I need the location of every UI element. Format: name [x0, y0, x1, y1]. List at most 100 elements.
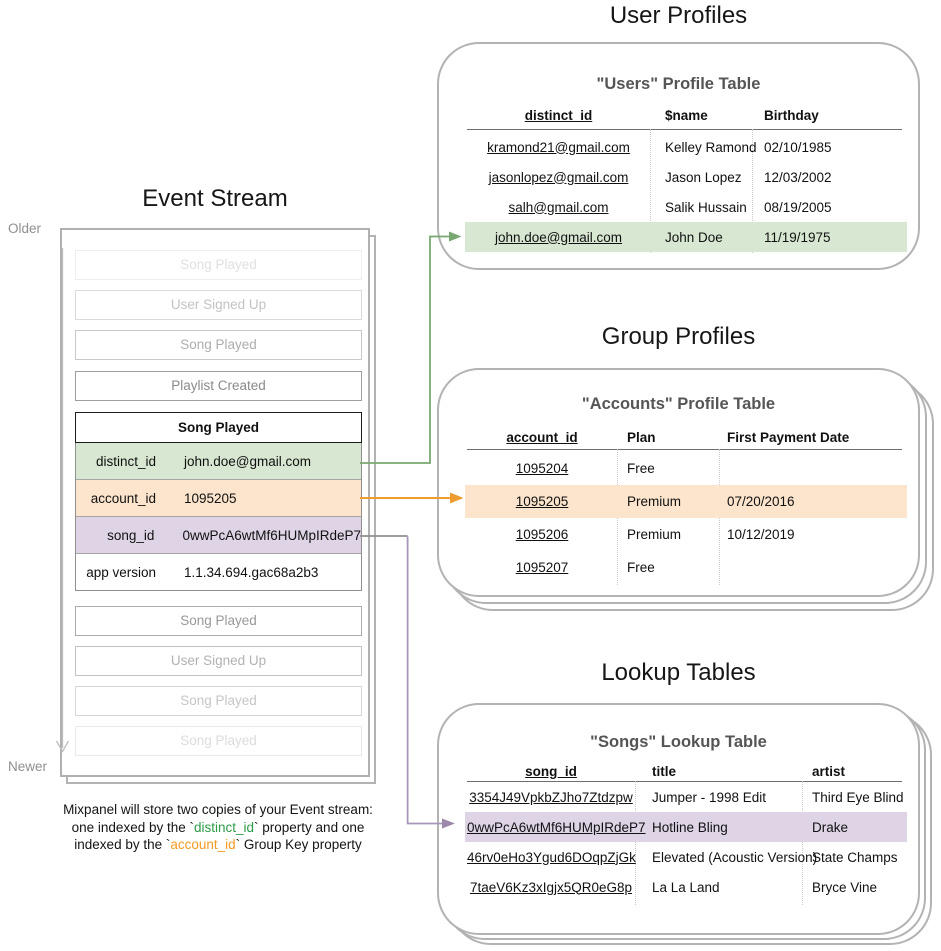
cell-first-payment-date: 07/20/2016: [727, 494, 795, 509]
cell-distinct-id: john.doe@gmail.com: [494, 229, 623, 245]
table-row: salh@gmail.com Salik Hussain 08/19/2005: [465, 192, 907, 222]
group-profiles-section-title: Group Profiles: [601, 323, 756, 350]
cell-song-id: 0wwPcA6wtMf6HUMpIRdeP7: [467, 819, 646, 835]
event-item: User Signed Up: [75, 290, 362, 320]
accounts-table-header: account_id Plan First Payment Date: [465, 428, 907, 446]
event-stream-title: Event Stream: [142, 185, 288, 212]
accounts-profile-card: "Accounts" Profile Table account_id Plan…: [437, 368, 920, 597]
users-table-title: "Users" Profile Table: [596, 75, 761, 93]
caption-line-1: Mixpanel will store two copies of your E…: [63, 802, 373, 817]
table-row: 7taeV6Kz3xIgjx5QR0eG8p La La Land Bryce …: [465, 872, 907, 902]
event-item: Playlist Created: [75, 371, 362, 401]
property-value: john.doe@gmail.com: [184, 453, 312, 469]
cell-account-id: 1095207: [515, 560, 569, 575]
cell-account-id: 1095205: [515, 494, 569, 509]
cell-plan: Free: [627, 461, 655, 476]
cell-birthday: 12/03/2002: [764, 169, 832, 185]
cell-name: Jason Lopez: [665, 169, 742, 185]
header-rule: [467, 449, 902, 450]
table-row: 1095207 Free: [465, 551, 907, 584]
table-row: 46rv0eHo3Ygud6DOqpZjGk Elevated (Acousti…: [465, 842, 907, 872]
column-separator: [802, 781, 803, 905]
cell-artist: Third Eye Blind: [812, 789, 904, 805]
cell-distinct-id: kramond21@gmail.com: [487, 139, 630, 155]
table-row: kramond21@gmail.com Kelley Ramond 02/10/…: [465, 132, 907, 162]
column-header: First Payment Date: [727, 429, 850, 445]
table-row-highlighted: john.doe@gmail.com John Doe 11/19/1975: [465, 222, 907, 252]
cell-song-id: 3354J49VpkbZJho7Ztdzpw: [469, 789, 633, 805]
event-item: Song Played: [75, 686, 362, 716]
account-id-code: account_id: [170, 837, 236, 852]
property-row-song-id: song_id 0wwPcA6wtMf6HUMpIRdeP7: [76, 516, 361, 553]
cell-artist: Bryce Vine: [812, 879, 878, 895]
cell-account-id: 1095206: [515, 527, 569, 542]
distinct-id-code: distinct_id: [193, 819, 255, 835]
user-profiles-section-title: User Profiles: [609, 2, 748, 29]
header-rule: [467, 129, 902, 130]
event-item: User Signed Up: [75, 646, 362, 676]
users-table-header: distinct_id $name Birthday: [465, 106, 907, 124]
cell-first-payment-date: 10/12/2019: [727, 527, 795, 542]
users-profile-card: "Users" Profile Table distinct_id $name …: [437, 42, 920, 270]
table-row: 3354J49VpkbZJho7Ztdzpw Jumper - 1998 Edi…: [465, 782, 907, 812]
column-separator: [650, 129, 651, 253]
songs-table-title: "Songs" Lookup Table: [590, 733, 767, 751]
column-header: account_id: [506, 429, 578, 445]
event-item: Song Played: [75, 606, 362, 636]
cell-name: Salik Hussain: [665, 199, 747, 215]
column-separator: [635, 781, 636, 905]
property-row-account-id: account_id 1095205: [76, 479, 361, 516]
property-value: 1095205: [184, 490, 237, 506]
property-key: distinct_id: [95, 453, 156, 469]
event-item: Song Played: [75, 330, 362, 360]
cell-plan: Premium: [627, 494, 682, 509]
column-header: title: [652, 763, 677, 779]
table-row: 1095206 Premium 10/12/2019: [465, 518, 907, 551]
songs-lookup-card: "Songs" Lookup Table song_id title artis…: [437, 703, 920, 935]
column-header: distinct_id: [524, 107, 593, 123]
event-item: Song Played: [75, 250, 362, 280]
cell-account-id: 1095204: [515, 461, 569, 476]
accounts-table-title: "Accounts" Profile Table: [581, 395, 776, 413]
cell-artist: Drake: [812, 819, 849, 835]
table-row: 1095204 Free: [465, 452, 907, 485]
property-row-distinct-id: distinct_id john.doe@gmail.com: [76, 443, 361, 479]
column-separator: [752, 129, 753, 253]
cell-birthday: 08/19/2005: [764, 199, 832, 215]
column-header: Plan: [627, 429, 656, 445]
cell-title: Hotline Bling: [652, 819, 728, 835]
cell-title: Elevated (Acoustic Version): [652, 849, 818, 865]
column-header: $name: [665, 107, 708, 123]
caption-line-2: one indexed by the `distinct_id` propert…: [71, 819, 365, 835]
column-header: Birthday: [764, 107, 819, 123]
column-header: artist: [812, 763, 846, 779]
property-key: app version: [86, 564, 156, 580]
lookup-tables-section-title: Lookup Tables: [601, 659, 756, 686]
cell-distinct-id: salh@gmail.com: [508, 199, 609, 215]
property-row-app-version: app version 1.1.34.694.gac68a2b3: [76, 553, 361, 590]
caption-line-3: indexed by the `account_id` Group Key pr…: [74, 837, 362, 852]
column-header: song_id: [525, 763, 577, 779]
newer-label: Newer: [8, 759, 48, 774]
cell-name: John Doe: [665, 229, 723, 245]
cell-name: Kelley Ramond: [665, 139, 757, 155]
cell-plan: Free: [627, 560, 655, 575]
header-rule: [467, 781, 902, 782]
event-item: Song Played: [75, 726, 362, 756]
cell-artist: State Champs: [812, 849, 898, 865]
property-value: 0wwPcA6wtMf6HUMpIRdeP7: [182, 527, 361, 543]
table-row-highlighted: 1095205 Premium 07/20/2016: [465, 485, 907, 518]
table-row: jasonlopez@gmail.com Jason Lopez 12/03/2…: [465, 162, 907, 192]
property-key: song_id: [107, 527, 155, 543]
cell-plan: Premium: [627, 527, 682, 542]
property-key: account_id: [90, 490, 156, 506]
property-value: 1.1.34.694.gac68a2b3: [184, 564, 319, 580]
event-stream-box: Song Played User Signed Up Song Played P…: [60, 228, 370, 777]
cell-title: Jumper - 1998 Edit: [652, 789, 767, 805]
older-label: Older: [8, 221, 42, 236]
selected-event-name: Song Played: [75, 412, 362, 443]
caption: Mixpanel will store two copies of your E…: [18, 801, 418, 854]
cell-title: La La Land: [652, 879, 720, 895]
cell-distinct-id: jasonlopez@gmail.com: [488, 169, 629, 185]
